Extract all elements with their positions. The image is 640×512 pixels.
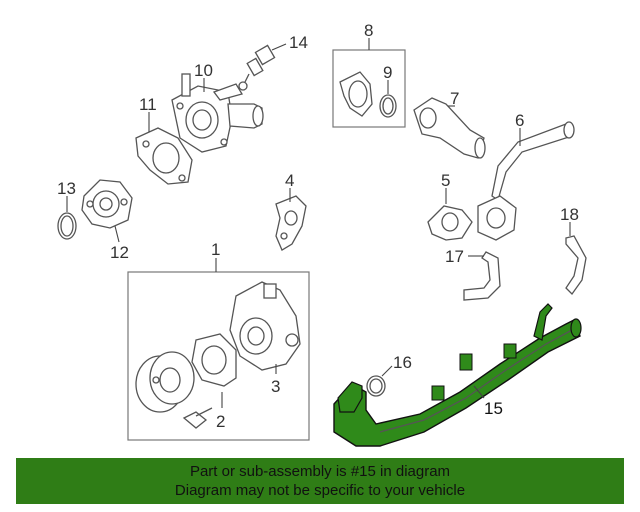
- callout-8: 8: [364, 21, 373, 40]
- part-15-coolant-pipe-highlighted: [333, 303, 582, 447]
- callout-7: 7: [450, 89, 459, 108]
- callout-4: 4: [285, 171, 294, 190]
- part-9-ring-inner: [382, 97, 394, 115]
- part-15-bracket-b: [503, 343, 517, 359]
- part-bolt: [182, 407, 213, 429]
- part-6-pipe: [477, 121, 575, 241]
- callout-16: 16: [393, 353, 412, 372]
- callout-2: 2: [216, 412, 225, 431]
- part-17-hose: [463, 251, 501, 301]
- part-18-hose: [565, 235, 587, 296]
- leader-lines: [66, 38, 571, 408]
- part-13-o-ring-inner: [60, 215, 74, 237]
- parts-diagram: 1 2 3 4 5 6 7 8 9 10 11 12 13 14 15 16 1…: [57, 21, 587, 447]
- part-11-gasket: [135, 127, 193, 185]
- callout-3: 3: [271, 377, 280, 396]
- part-8-thermostat: [339, 71, 373, 117]
- banner-line-1: Part or sub-assembly is #15 in diagram: [189, 463, 451, 480]
- part-1-water-pump: [229, 281, 301, 371]
- part-15-edge-line: [379, 329, 573, 433]
- part-15-pipe-body: [333, 319, 581, 447]
- part-2-gasket: [191, 333, 237, 387]
- part-10-housing: [171, 73, 264, 153]
- part-15-flange: [337, 381, 363, 413]
- callout-1: 1: [211, 240, 220, 259]
- part-15-bracket-c: [431, 385, 445, 401]
- part-16-o-ring-inner: [369, 378, 383, 394]
- part-4-gasket: [275, 195, 307, 251]
- part-15-bracket-a: [459, 353, 473, 371]
- callout-12: 12: [110, 243, 129, 262]
- part-15-end-cap: [570, 318, 582, 338]
- part-5-gasket: [427, 205, 473, 241]
- part-14-sensor: [238, 44, 276, 91]
- callout-6: 6: [515, 111, 524, 130]
- callout-15: 15: [484, 399, 503, 418]
- banner-line-2: Diagram may not be specific to your vehi…: [174, 482, 466, 499]
- part-7-fitting: [413, 97, 486, 159]
- callout-10: 10: [194, 61, 213, 80]
- info-banner: Part or sub-assembly is #15 in diagram D…: [16, 458, 624, 504]
- callout-17: 17: [445, 247, 464, 266]
- callout-13: 13: [57, 179, 76, 198]
- part-15-branch: [533, 303, 553, 341]
- callout-9: 9: [383, 63, 392, 82]
- part-pump-pulley: [135, 351, 195, 413]
- callout-5: 5: [441, 171, 450, 190]
- callout-14: 14: [289, 33, 308, 52]
- part-12-cover: [81, 179, 133, 229]
- part-1-group-box: [127, 271, 310, 441]
- callout-11: 11: [139, 95, 157, 114]
- callout-18: 18: [560, 205, 579, 224]
